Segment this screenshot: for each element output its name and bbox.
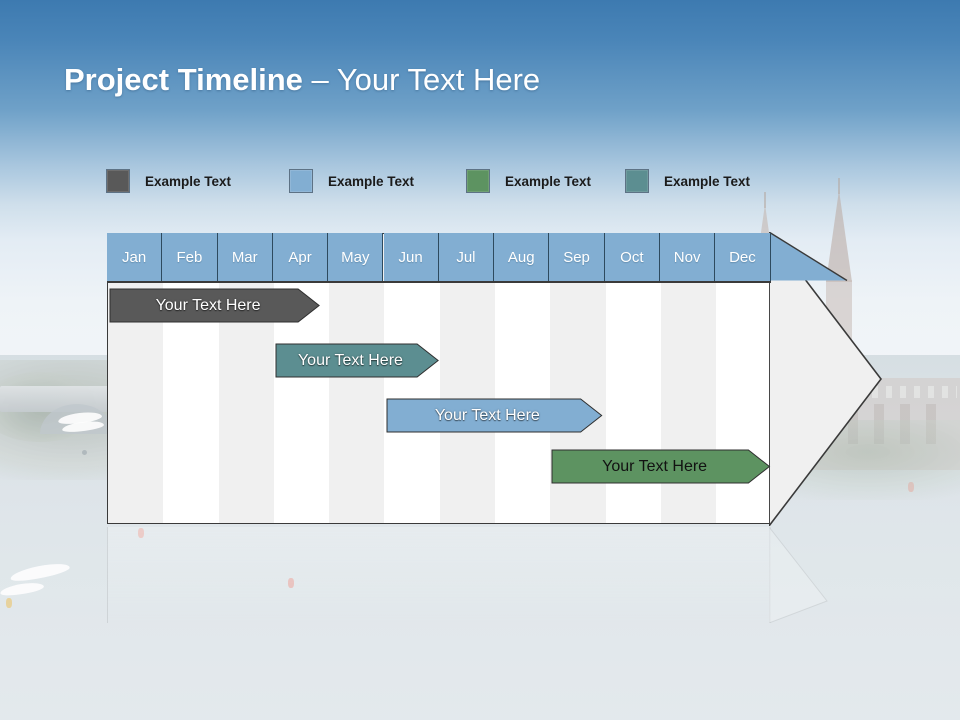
timeline-arrow-head (769, 231, 884, 526)
gantt-bar-3[interactable]: Your Text Here (386, 398, 603, 433)
month-header-sep[interactable]: Sep (549, 233, 605, 282)
legend-item-label: Example Text (145, 173, 232, 189)
month-header-dec[interactable]: Dec (715, 233, 771, 282)
chart-reflection (107, 525, 884, 627)
page-title-separator: – (302, 62, 337, 97)
legend-item-label: Example Text (664, 173, 751, 189)
legend-swatch-gray (106, 169, 130, 193)
buoy (138, 528, 144, 538)
gantt-bar-shape (109, 288, 320, 323)
gantt-bar-shape (386, 398, 602, 433)
month-header-jul[interactable]: Jul (438, 233, 495, 282)
gantt-bar-shape (275, 343, 439, 378)
page-title-light: Your Text Here (336, 62, 541, 97)
gantt-bar-shape (551, 449, 771, 484)
month-header-jan[interactable]: Jan (107, 233, 163, 282)
month-header-nov[interactable]: Nov (660, 233, 716, 282)
month-header-mar[interactable]: Mar (217, 233, 273, 282)
buoy (6, 598, 12, 608)
legend-item-label: Example Text (505, 173, 592, 189)
page-title: Project Timeline – Your Text Here (64, 60, 540, 100)
month-header-jun[interactable]: Jun (383, 233, 439, 282)
month-header-oct[interactable]: Oct (604, 233, 660, 282)
header-underline (107, 281, 771, 283)
buoy (288, 578, 294, 588)
gantt-bar-1[interactable]: Your Text Here (109, 288, 320, 323)
spire (826, 190, 852, 282)
gantt-bar-2[interactable]: Your Text Here (275, 343, 439, 378)
gantt-bar-4[interactable]: Your Text Here (551, 449, 771, 484)
legend-swatch-green (466, 169, 490, 193)
reflection-body (107, 527, 771, 623)
month-header-apr[interactable]: Apr (272, 233, 329, 282)
spire-needle (838, 178, 840, 194)
legend-item-label: Example Text (328, 173, 415, 189)
legend-item-1[interactable]: Example Text (106, 166, 231, 196)
page-title-strong: Project Timeline (64, 62, 303, 97)
legend-swatch-blue (289, 169, 313, 193)
reflection-arrow (768, 525, 884, 624)
month-header-may[interactable]: May (328, 233, 384, 282)
month-header-feb[interactable]: Feb (162, 233, 218, 282)
legend-item-3[interactable]: Example Text (466, 166, 591, 196)
water-detail (82, 450, 87, 455)
legend-item-4[interactable]: Example Text (625, 166, 750, 196)
month-header-aug[interactable]: Aug (494, 233, 550, 282)
spire-needle (764, 192, 766, 208)
legend: Example Text Example Text Example Text Exam… (106, 166, 866, 196)
legend-swatch-teal (625, 169, 649, 193)
legend-item-2[interactable]: Example Text (289, 166, 414, 196)
